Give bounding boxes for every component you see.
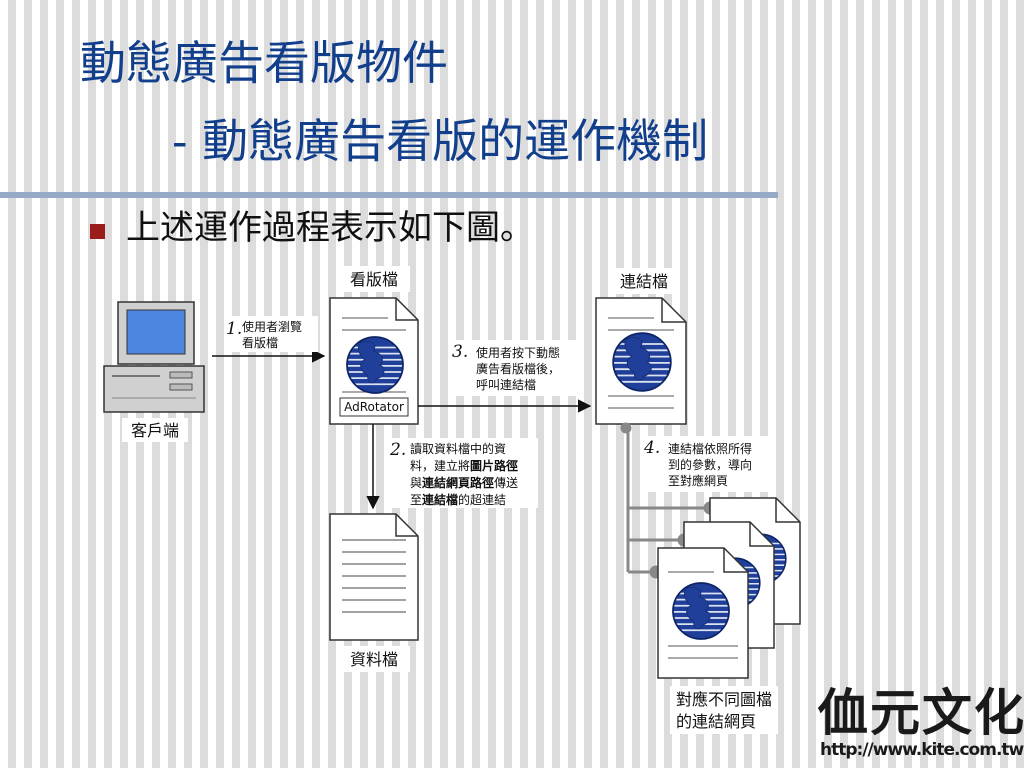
step2-line1: 讀取資料檔中的資 [410,441,506,456]
adrotator-label: AdRotator [344,400,404,414]
step2-line2: 料，建立將圖片路徑 [410,458,518,473]
title-divider [0,192,778,198]
step3-number: 3. [452,342,468,362]
publisher-logo: 侐元文化 [818,684,1024,742]
bullet-text: 上述運作過程表示如下圖。 [126,208,534,248]
step2-line4c: 的超連結 [458,492,506,507]
step3-line3: 呼叫連結檔 [476,378,536,392]
step1-line2: 看版檔 [242,336,278,350]
client-computer-icon [103,301,205,413]
step4-line3: 至對應網頁 [668,473,728,488]
adrotator-box [339,397,409,417]
slide-title: 動態廣告看版物件 [80,36,448,90]
client-label: 客戶端 [131,421,179,440]
step4-connector [620,422,717,579]
banner-file-label: 看版檔 [350,270,398,289]
step2-line3b: 連結網頁路徑 [422,475,494,490]
client-label-bg [122,418,188,442]
step2-line3c: 傳送 [494,475,518,490]
step2-line3: 與連結網頁路徑傳送 [410,475,518,490]
step3-line1: 使用者按下動態 [476,345,560,360]
step2-number: 2. [389,440,406,460]
linked-page-document-icon [657,547,749,679]
step1-line1: 使用者瀏覽 [242,319,302,334]
banner-file-document-icon [329,297,419,425]
slide-subtitle: - 動態廣告看版的運作機制 [172,114,709,168]
step2-line3a: 與 [410,476,422,490]
link-file-label: 連結檔 [620,272,668,291]
step2-line4: 至連結檔的超連結 [410,492,506,507]
step2-line2b: 圖片路徑 [470,458,518,473]
step2-line2a: 料，建立將 [410,458,470,473]
data-file-label: 資料檔 [350,650,398,669]
linked-pages-label-line1: 對應不同圖檔 [676,690,772,709]
linked-pages-label-line2: 的連結網頁 [676,712,756,731]
link-file-document-icon [595,297,687,425]
step4-line2: 到的參數，導向 [668,457,752,472]
step3-line2: 廣告看版檔後， [476,362,560,376]
data-file-document-icon [329,513,419,641]
step4-number: 4. [643,438,660,458]
step2-line4a: 至 [410,493,422,507]
step2-line4b: 連結檔 [422,492,458,507]
bullet-marker [90,224,105,239]
publisher-url: http://www.kite.com.tw [820,740,1024,760]
step4-line1: 連結檔依照所得 [668,441,752,456]
step1-number: 1. [226,319,242,339]
